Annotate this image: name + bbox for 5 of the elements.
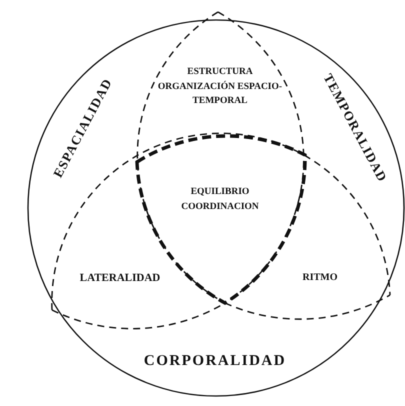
region-label: CORPORALIDAD xyxy=(142,352,288,371)
region-label: EQUILIBRIO COORDINACION xyxy=(180,186,260,214)
region-label: LATERALIDAD xyxy=(78,271,162,286)
region-label: RITMO xyxy=(302,271,338,285)
region-label: ESTRUCTURA ORGANIZACIÓN ESPACIO-TEMPORAL xyxy=(156,66,284,108)
